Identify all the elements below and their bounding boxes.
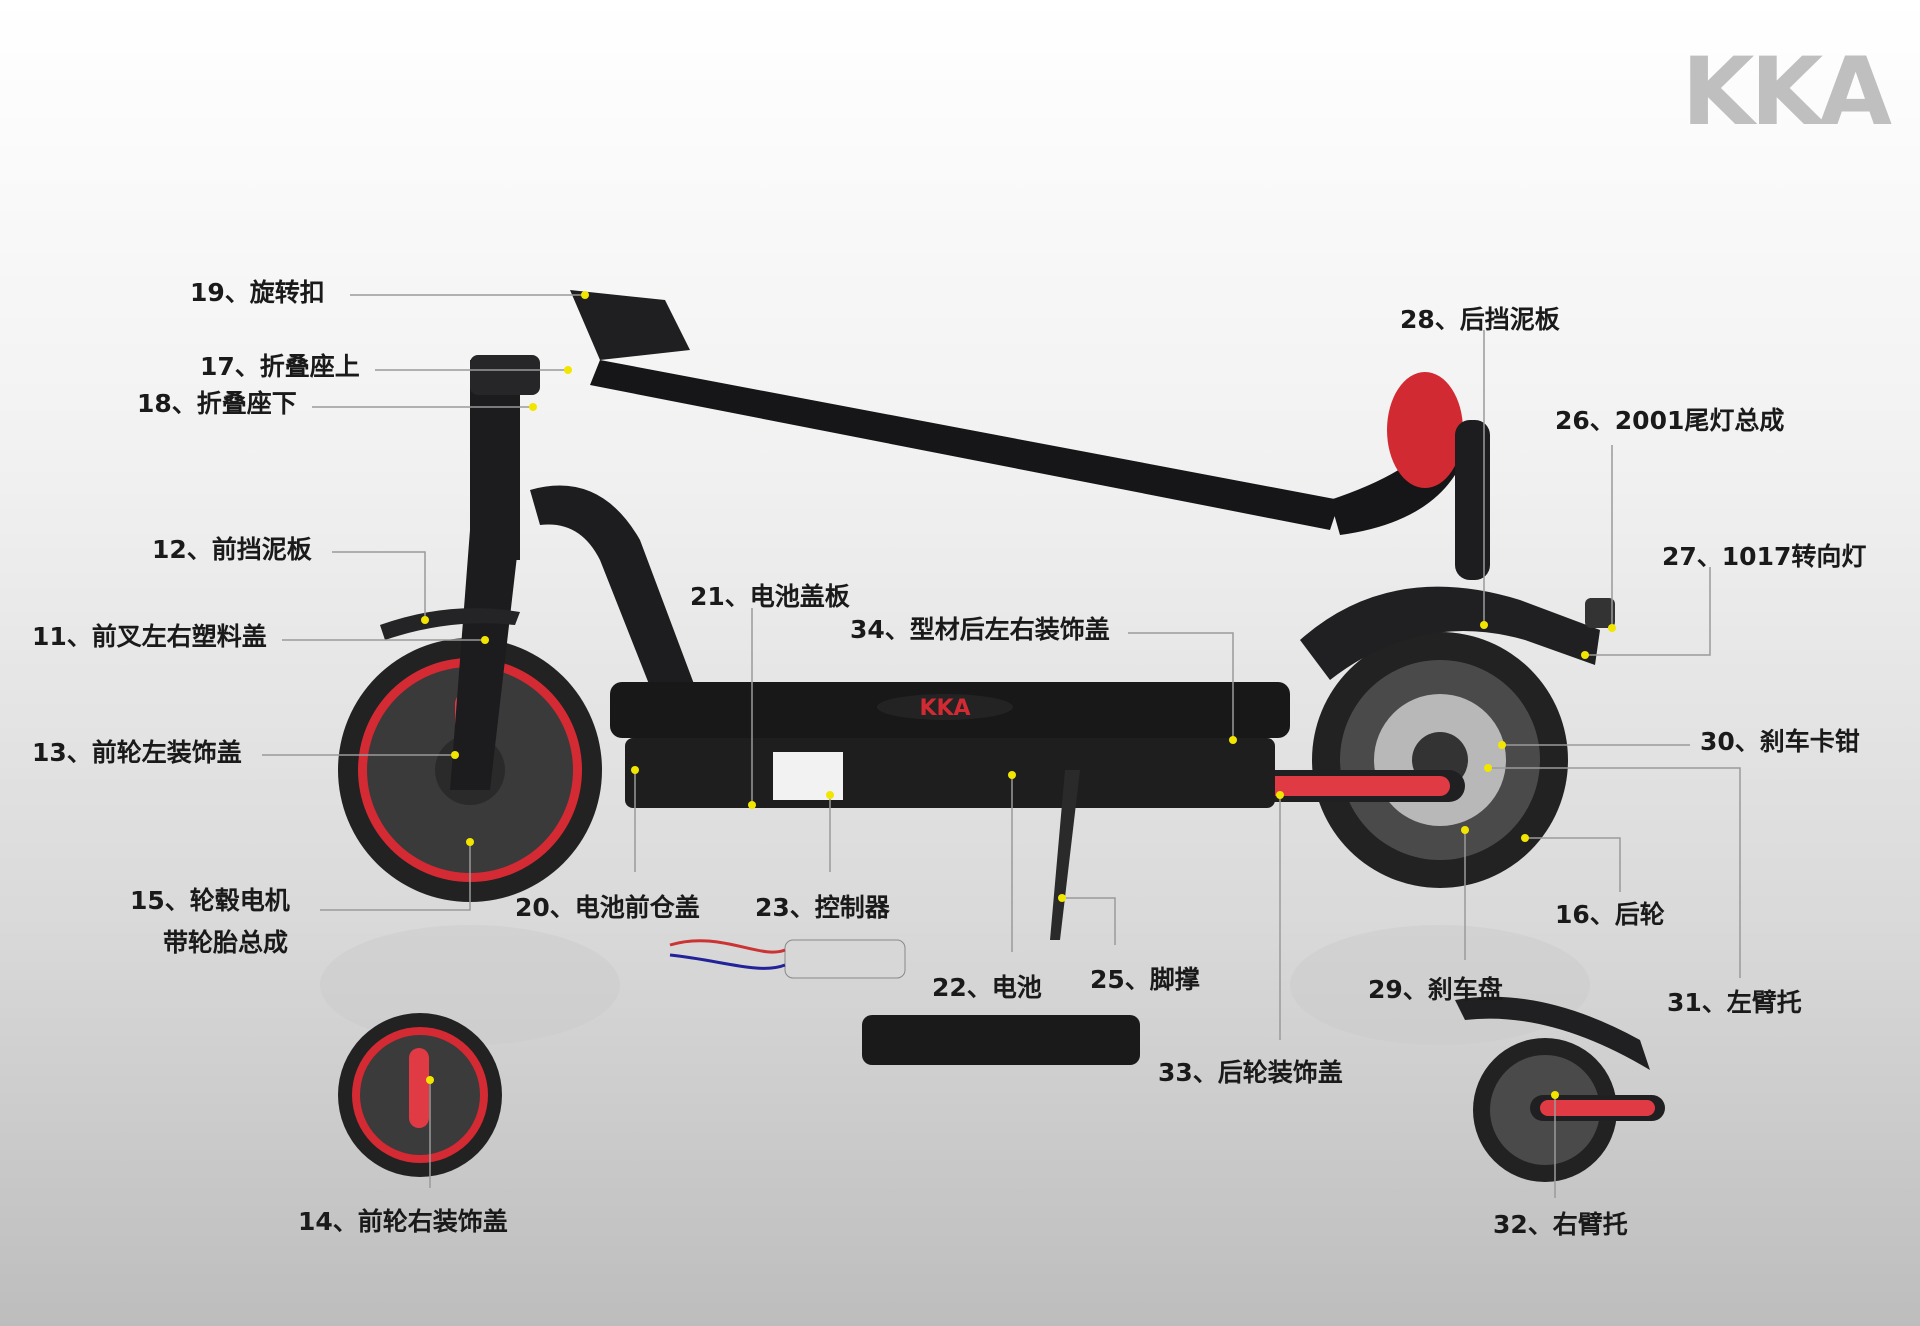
marker-p20: [631, 766, 639, 774]
label-34: 34、型材后左右装饰盖: [850, 615, 1110, 644]
folding-seat: [470, 355, 540, 395]
rear-wheel-detail: [1455, 996, 1665, 1182]
front-wheel-detail: [338, 1013, 502, 1177]
marker-p26: [1608, 624, 1616, 632]
leader-lines: [262, 291, 1741, 1198]
marker-p32: [1551, 1091, 1559, 1099]
marker-p27: [1581, 651, 1589, 659]
label-22: 22、电池: [932, 973, 1042, 1002]
front-fender: [380, 608, 520, 640]
label-13: 13、前轮左装饰盖: [32, 738, 242, 767]
display-head: [570, 290, 690, 360]
marker-p29: [1461, 826, 1469, 834]
label-30: 30、刹车卡钳: [1700, 727, 1860, 756]
label-17: 17、折叠座上: [200, 352, 360, 381]
leader-p12: [332, 551, 426, 620]
kickstand: [1050, 770, 1080, 940]
leader-p27: [1585, 567, 1711, 656]
marker-p31: [1484, 764, 1492, 772]
front-wheel-reflection: [320, 925, 620, 1045]
folded-stem: [570, 290, 1490, 580]
front-fork: [380, 355, 700, 790]
label-33: 33、后轮装饰盖: [1158, 1058, 1343, 1087]
marker-p16: [1521, 834, 1529, 842]
deck: KKA: [610, 682, 1290, 940]
label-29: 29、刹车盘: [1368, 975, 1503, 1004]
marker-p11: [481, 636, 489, 644]
marker-p21: [748, 801, 756, 809]
label-15-sub: 带轮胎总成: [163, 928, 289, 957]
label-21: 21、电池盖板: [690, 582, 850, 611]
leader-p16: [1525, 837, 1621, 892]
label-14: 14、前轮右装饰盖: [298, 1207, 508, 1236]
label-23: 23、控制器: [755, 893, 890, 922]
label-18: 18、折叠座下: [137, 389, 297, 418]
marker-p12: [421, 616, 429, 624]
leader-p34: [1128, 632, 1234, 740]
tail-light: [1585, 598, 1615, 628]
rear-wheel: [1250, 586, 1615, 888]
marker-p17: [564, 366, 572, 374]
label-31: 31、左臂托: [1667, 988, 1802, 1017]
label-28: 28、后挡泥板: [1400, 305, 1560, 334]
marker-p14: [426, 1076, 434, 1084]
marker-p34: [1229, 736, 1237, 744]
label-19: 19、旋转扣: [190, 278, 325, 307]
grip-ring: [1387, 372, 1463, 488]
marker-p13: [451, 751, 459, 759]
marker-p15: [466, 838, 474, 846]
rear-wheel-cover: [1265, 776, 1450, 796]
label-20: 20、电池前仓盖: [515, 893, 700, 922]
marker-p22: [1008, 771, 1016, 779]
label-26: 26、2001尾灯总成: [1555, 406, 1785, 435]
label-11: 11、前叉左右塑料盖: [32, 622, 267, 651]
label-12: 12、前挡泥板: [152, 535, 312, 564]
marker-p30: [1498, 741, 1506, 749]
marker-p25: [1058, 894, 1066, 902]
label-16: 16、后轮: [1555, 900, 1665, 929]
marker-p23: [826, 791, 834, 799]
marker-p33: [1276, 791, 1284, 799]
deck-logo: KKA: [919, 696, 970, 721]
brand-logo: KKA: [1681, 38, 1892, 147]
label-32: 32、右臂托: [1493, 1210, 1628, 1239]
label-27: 27、1017转向灯: [1662, 542, 1867, 571]
battery-pack: [862, 1015, 1140, 1065]
label-25: 25、脚撑: [1090, 965, 1200, 994]
label-15: 15、轮毂电机: [130, 886, 290, 915]
marker-p19: [581, 291, 589, 299]
marker-p28: [1480, 621, 1488, 629]
leader-p25: [1062, 897, 1116, 945]
leader-p15: [320, 842, 471, 911]
controller-unit: [669, 939, 906, 979]
leader-p31: [1488, 767, 1741, 978]
marker-p18: [529, 403, 537, 411]
rear-fender: [1300, 586, 1600, 680]
